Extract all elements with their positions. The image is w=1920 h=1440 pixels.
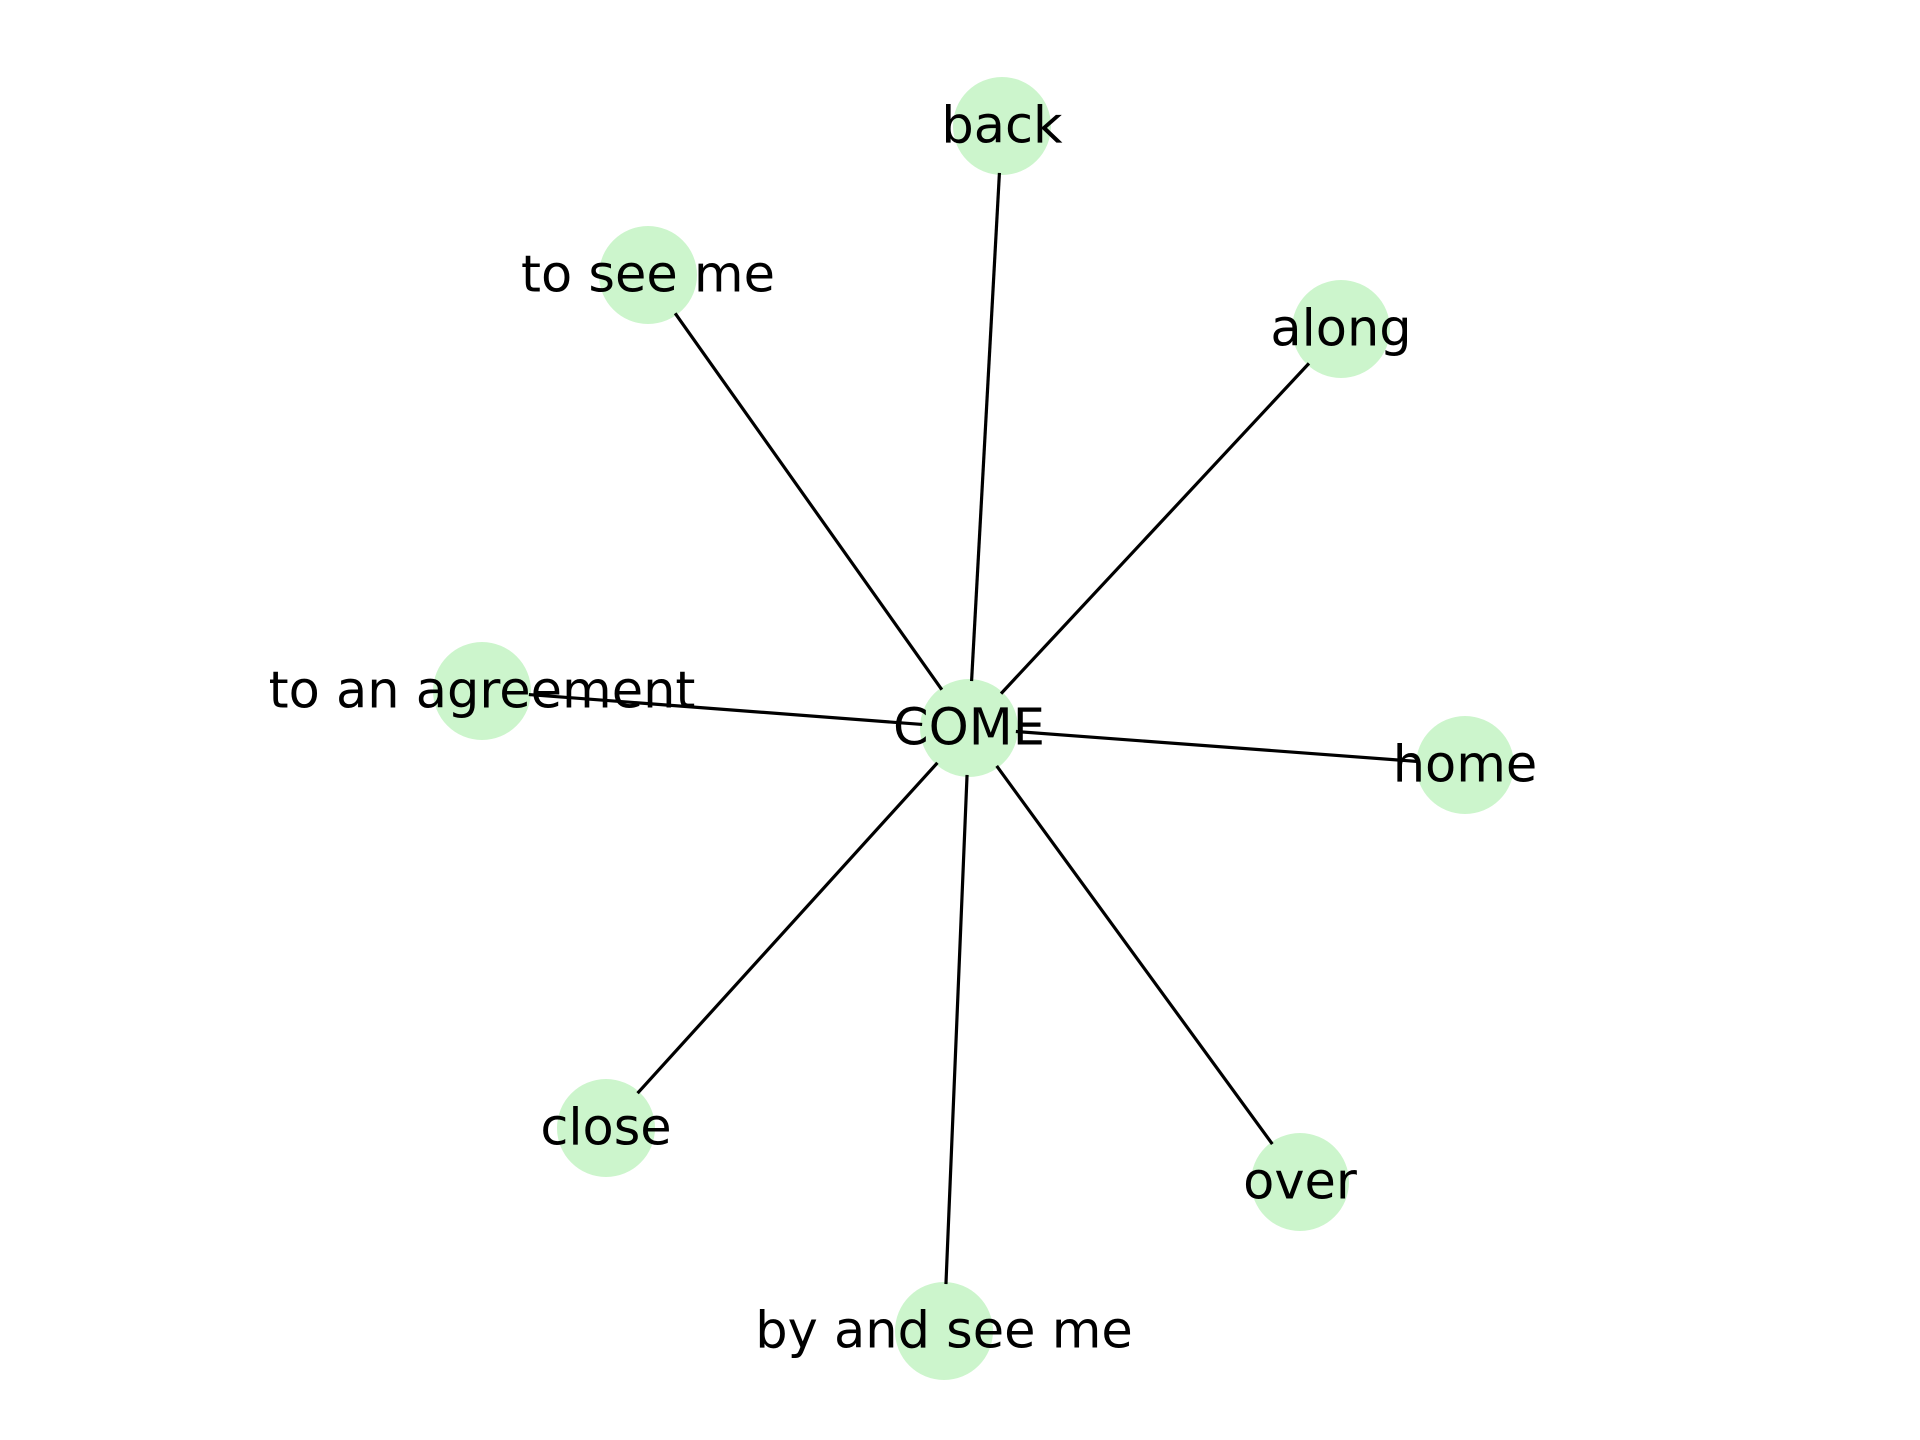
edge-come-home: [1015, 729, 1419, 764]
node-label-to-an-agreement: to an agreement: [269, 662, 696, 721]
edge-come-to-see-me: [673, 312, 944, 691]
node-label-home: home: [1393, 736, 1538, 795]
node-circle-along: [1292, 280, 1390, 378]
node-label-close: close: [540, 1099, 671, 1158]
node-circle-to-an-agreement: [433, 642, 531, 740]
node-label-along: along: [1270, 300, 1411, 359]
edge-come-back: [969, 172, 1002, 682]
edge-come-to-an-agreement: [528, 692, 923, 727]
edge-come-by-and-see-me: [944, 774, 969, 1285]
node-circle-home: [1416, 716, 1514, 814]
edge-come-close: [636, 761, 939, 1095]
node-circle-to-see-me: [599, 226, 697, 324]
node-label-by-and-see-me: by and see me: [755, 1302, 1133, 1361]
node-label-back: back: [941, 97, 1063, 156]
nodes-layer: [433, 77, 1514, 1380]
edge-come-along: [999, 362, 1311, 695]
labels-layer: COME back to see me along to an agreement hom…: [269, 97, 1538, 1361]
node-circle-close: [557, 1079, 655, 1177]
node-circle-by-and-see-me: [895, 1282, 993, 1380]
edge-come-over: [995, 765, 1274, 1145]
node-circle-come: [920, 679, 1018, 777]
node-label-over: over: [1243, 1153, 1357, 1212]
node-label-to-see-me: to see me: [521, 246, 775, 305]
node-label-come: COME: [893, 699, 1045, 758]
edges-layer: [528, 172, 1419, 1285]
node-circle-over: [1251, 1133, 1349, 1231]
node-circle-back: [953, 77, 1051, 175]
